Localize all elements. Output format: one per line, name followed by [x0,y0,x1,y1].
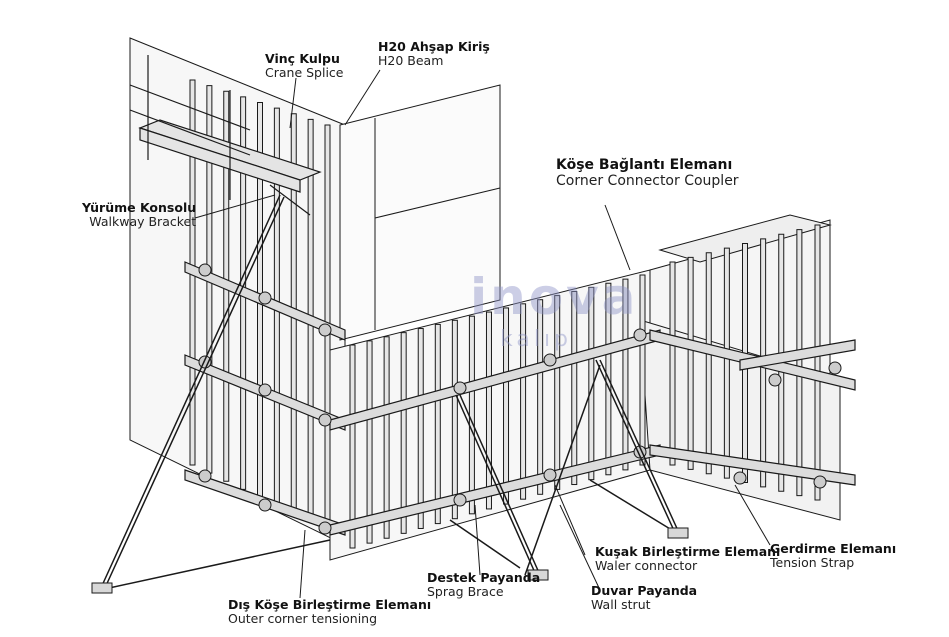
formwork-rib [622,278,629,471]
watermark-logo: inova [470,268,639,326]
formwork-rib [537,299,544,495]
label-corner-connector: Köşe Bağlantı Elemanı Corner Connector C… [556,157,739,189]
formwork-rib [571,290,578,486]
label-tension-strap-tr: Gerdirme Elemanı [770,541,897,556]
label-walkway-bracket: Yürüme Konsolu Walkway Bracket [82,200,197,230]
formwork-rib [451,319,458,520]
label-waler-connector-en: Waler connector [595,558,698,574]
formwork-rib [796,229,803,497]
label-wall-strut: Duvar Payanda Wall strut [591,583,698,613]
formwork-rib [687,256,694,470]
label-h20-beam-tr: H20 Ahşap Kiriş [378,39,490,54]
watermark-subtext: kalıp [500,327,573,352]
label-corner-connector-en: Corner Connector Coupler [556,173,739,190]
label-outer-corner-en: Outer corner tensioning [228,611,378,627]
formwork-rib [417,328,424,529]
formwork-rib [349,344,356,549]
label-sprag-brace-en: Sprag Brace [427,584,504,600]
formwork-rib [400,332,407,534]
label-sprag-brace: Destek Payanda Sprag Brace [427,570,541,600]
brace-base-plates [91,527,689,594]
formwork-rib [503,307,510,505]
label-tension-strap: Gerdirme Elemanı Tension Strap [770,541,897,571]
formwork-rib [383,336,390,539]
label-tension-strap-en: Tension Strap [770,555,855,571]
formwork-rib [814,224,821,501]
label-crane-splice: Vinç Kulpu Crane Splice [265,51,344,81]
label-outer-corner-tr: Dış Köşe Birleştirme Elemanı [228,597,432,612]
label-crane-splice-en: Crane Splice [265,65,344,81]
label-walkway-bracket-tr: Yürüme Konsolu [82,200,197,215]
formwork-rib [485,311,492,510]
label-outer-corner: Dış Köşe Birleştirme Elemanı Outer corne… [228,597,432,627]
label-crane-splice-tr: Vinç Kulpu [265,51,340,66]
label-waler-connector: Kuşak Birleştirme Elemanı Waler connecto… [595,544,781,574]
label-walkway-bracket-en: Walkway Bracket [89,214,197,230]
h20-beam-face [339,84,501,341]
formwork-rib [639,274,646,466]
label-h20-beam: H20 Ahşap Kiriş H20 Beam [378,39,490,69]
formwork-rib [669,261,676,466]
label-corner-connector-tr: Köşe Bağlantı Elemanı [556,157,733,173]
corner-top [658,214,832,263]
walkway-bracket [129,55,322,216]
braces [99,194,681,591]
leader-lines [194,69,771,599]
label-sprag-brace-tr: Destek Payanda [427,570,541,585]
formwork-rib [468,315,475,515]
formwork-rib [520,303,527,500]
formwork-rib [366,340,373,544]
formwork-rib [434,323,441,525]
label-h20-beam-en: H20 Beam [378,53,444,69]
formwork-rib [705,252,712,475]
formwork-rib [723,247,730,479]
walers [184,261,856,536]
label-wall-strut-tr: Duvar Payanda [591,583,698,598]
label-waler-connector-tr: Kuşak Birleştirme Elemanı [595,544,781,559]
label-wall-strut-en: Wall strut [591,597,651,613]
